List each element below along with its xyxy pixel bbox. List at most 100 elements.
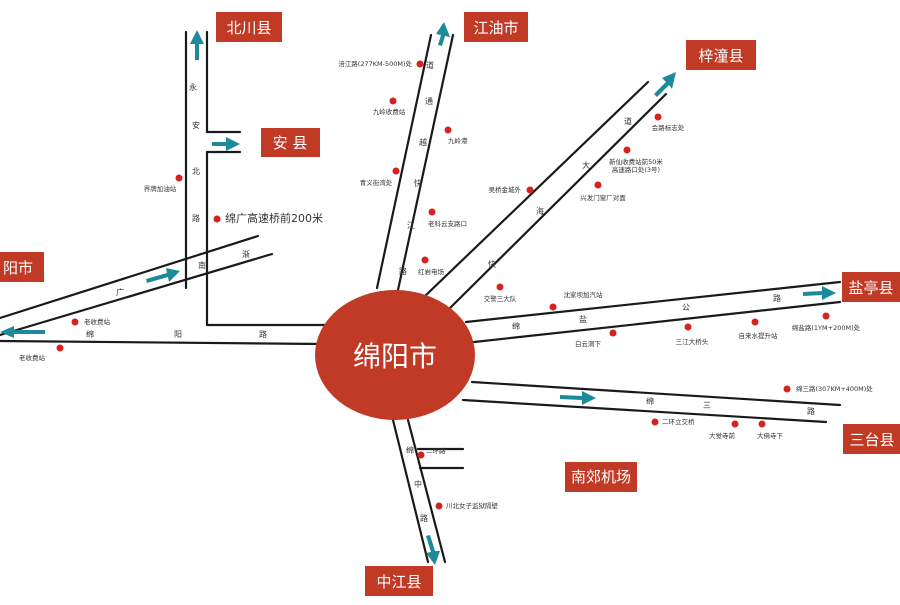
- poi-label: 沈家坝加汽站: [564, 290, 604, 299]
- road-char: 路: [399, 266, 407, 276]
- poi-label: 自来水提升站: [739, 331, 779, 340]
- road-char: 路: [773, 293, 781, 303]
- poi-dot: [444, 126, 452, 134]
- poi-dot: [594, 181, 602, 189]
- arrow-an-icon: [212, 137, 240, 151]
- poi-dot: [416, 60, 424, 68]
- arrow-west-icon: [0, 326, 45, 338]
- poi-label: 老收费站: [19, 353, 46, 362]
- road-char: 北: [192, 167, 200, 176]
- poi-label: 青义街湾处: [360, 178, 393, 187]
- road-char: 绵: [512, 321, 520, 331]
- yanting-road-a: [464, 280, 842, 324]
- arrow-santai-icon: [560, 391, 596, 405]
- poi-dot: [651, 418, 659, 426]
- poi-label: 大佛寺下: [757, 431, 784, 440]
- poi-label: 二环立交桥: [662, 417, 695, 426]
- center-city-circle: [315, 290, 475, 420]
- poi-dot: [751, 318, 759, 326]
- poi-dot: [783, 385, 791, 393]
- road-char: 永: [189, 82, 197, 92]
- road-char: 快: [488, 259, 496, 269]
- poi-dot: [421, 256, 429, 264]
- arrow-jiangyou-icon: [436, 22, 450, 46]
- poi-label: 新仙收费站前50米: [609, 157, 663, 166]
- road-char: 绵: [86, 329, 94, 339]
- west-upper-road-a: [0, 234, 260, 320]
- poi-dot: [417, 451, 425, 459]
- arrow-zitong-icon: [654, 72, 676, 97]
- road-char: 道: [426, 60, 434, 70]
- road-char: 安: [192, 120, 200, 130]
- poi-label: 会路标志处: [652, 123, 685, 132]
- poi-dot: [684, 323, 692, 331]
- road-network: [0, 30, 842, 564]
- yanting-road-b: [472, 300, 842, 344]
- label-zitong-text: 梓潼县: [698, 47, 743, 65]
- road-char: 路: [259, 329, 267, 339]
- poi-label: 大觉寺前: [709, 431, 736, 440]
- arrow-zhongjiang-icon: [426, 535, 440, 565]
- arrow-yanting-icon: [803, 286, 836, 300]
- road-char: 路: [807, 406, 815, 416]
- poi-label: 白云洞下: [575, 339, 602, 348]
- poi-dot: [731, 420, 739, 428]
- poi-label: 涪江路(277KM-500M)处: [338, 59, 412, 68]
- poi-label: 川北女子监狱隔壁: [446, 501, 499, 510]
- poi-label: 三江大桥头: [676, 337, 709, 346]
- label-an-text: 安 县: [273, 134, 308, 152]
- arrow-guangyuan-icon: [146, 268, 180, 283]
- poi-dot: [175, 174, 183, 182]
- road-char: 通: [425, 96, 433, 106]
- label-airport: 南郊机场: [565, 462, 637, 492]
- road-char: 绵: [646, 396, 654, 406]
- poi-label: 九岭收费站: [373, 107, 406, 116]
- label-jiangyou-text: 江油市: [473, 19, 518, 37]
- label-yanting: 盐亭县: [842, 272, 900, 302]
- poi-dot: [389, 97, 397, 105]
- arrow-north-icon: [190, 30, 204, 60]
- zhongjiang-road-a: [391, 418, 430, 564]
- poi-dot: [609, 329, 617, 337]
- poi-label: 红岩电场: [418, 267, 445, 276]
- jiangyou-road-b: [396, 33, 455, 292]
- road-char: 三: [703, 401, 711, 410]
- poi-dot: [392, 167, 400, 175]
- label-airport-text: 南郊机场: [571, 468, 631, 486]
- label-deyang-text: 阳市: [3, 259, 33, 277]
- poi-label: 老科云支路口: [428, 219, 467, 228]
- label-deyang: 阳市: [0, 252, 44, 282]
- poi-dot: [428, 208, 436, 216]
- road-char: 盐: [579, 314, 587, 324]
- label-beichuan: 北川县: [216, 12, 282, 42]
- poi-dot: [496, 283, 504, 291]
- poi-label: 老收费站: [84, 317, 111, 326]
- center-city: 绵阳市: [315, 290, 475, 420]
- poi-label: 绵三路(307KM+400M)处: [796, 384, 873, 393]
- santai-road-b: [461, 398, 828, 424]
- label-zhongjiang-text: 中江县: [376, 573, 421, 591]
- poi-dot: [435, 502, 443, 510]
- poi-label: 兴发门窗厂对面: [580, 193, 626, 202]
- label-an: 安 县: [261, 128, 320, 157]
- poi-dot: [213, 215, 221, 223]
- road-char: 路: [192, 213, 200, 223]
- road-char: 快: [414, 178, 422, 188]
- zitong-road-b: [446, 92, 668, 312]
- destination-labels: 北川县 安 县 江油市 梓潼县 盐亭县 三台县 中江县 阳市: [0, 12, 900, 596]
- direction-arrows: [0, 22, 836, 565]
- road-char: 中: [414, 479, 422, 489]
- road-char: 道: [624, 116, 632, 126]
- road-name-chars: 永 安 北 路 道 通 越 快 江 路 道 大 海 快 绵 盐 公 路 绵 三 …: [86, 60, 815, 523]
- poi-label: 高速路口处(3号): [612, 165, 660, 174]
- road-char: 越: [419, 137, 427, 147]
- poi-label: 九岭港: [448, 136, 468, 145]
- zhongjiang-road-b: [406, 418, 447, 564]
- label-santai: 三台县: [843, 424, 900, 454]
- poi-dot: [549, 303, 557, 311]
- road-char: 绵: [406, 445, 414, 455]
- zitong-road-a: [423, 80, 650, 298]
- label-zhongjiang: 中江县: [365, 566, 433, 596]
- poi-label: 绵广高速桥前200米: [225, 211, 323, 225]
